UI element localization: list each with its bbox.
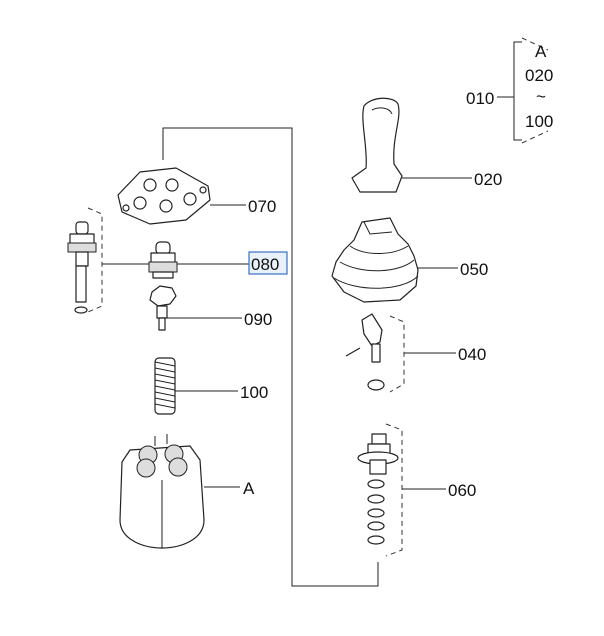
callout-080-highlight	[248, 251, 288, 275]
callout-a: A	[243, 479, 255, 498]
part-a-housing: A	[119, 434, 255, 549]
callout-090: 090	[244, 310, 272, 329]
part-060-stem: 060	[357, 423, 476, 557]
callout-070: 070	[248, 197, 276, 216]
part-070-plate: 070	[117, 167, 276, 225]
callout-020: 020	[474, 170, 502, 189]
legend-range-tilde: ~	[536, 87, 546, 106]
callout-050: 050	[460, 260, 488, 279]
inset-080-detail	[67, 207, 149, 314]
part-050-boot: 050	[331, 217, 488, 303]
legend-range-start: 020	[525, 66, 553, 85]
callout-100: 100	[240, 383, 268, 402]
assembly-frame	[162, 127, 379, 587]
part-100-spring: 100	[154, 357, 268, 415]
part-020-handle: 020	[351, 97, 502, 193]
part-090-screw: 090	[149, 285, 272, 331]
callout-040: 040	[458, 345, 486, 364]
legend-range-end: 100	[525, 112, 553, 131]
part-080-plunger: 080	[148, 241, 288, 279]
legend-group-letter: A	[535, 42, 547, 61]
legend-ref-label: 010	[466, 89, 494, 108]
callout-080: 080	[251, 255, 279, 274]
part-040-pivot: 040	[345, 313, 486, 393]
legend-bracket: 010 A 020 ~ 100	[466, 37, 553, 144]
callout-060: 060	[448, 481, 476, 500]
